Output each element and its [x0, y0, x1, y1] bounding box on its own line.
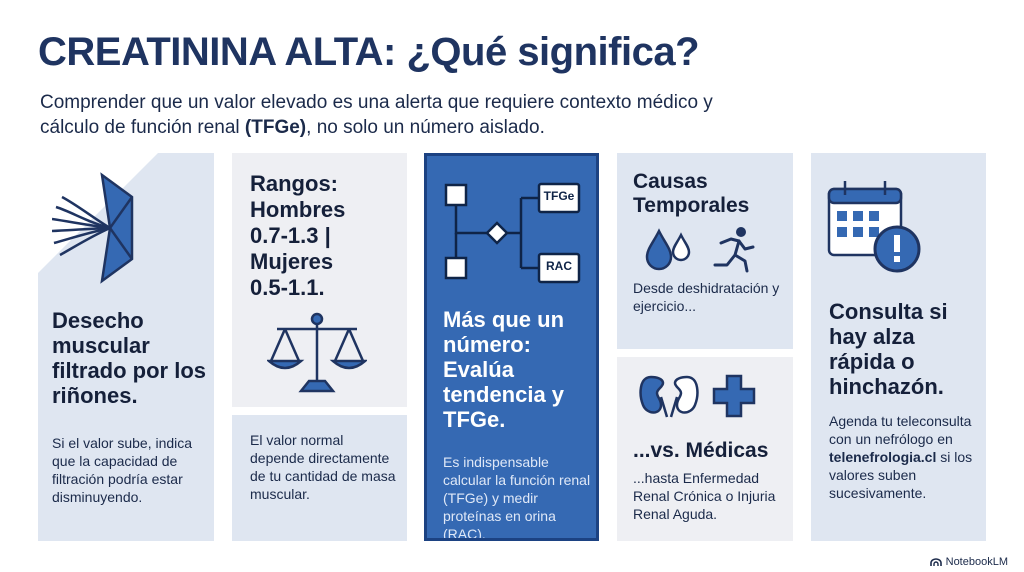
- panel-medical-causes: ...vs. Médicas ...hasta Enfermedad Renal…: [617, 357, 793, 541]
- medical-cross-icon: [712, 374, 756, 418]
- panel5-body-end: si los valores suben sucesivamente.: [829, 449, 973, 501]
- running-person-icon: [713, 227, 755, 273]
- ranges-label: Rangos:: [250, 171, 338, 196]
- panel2-body: El valor normal depende directamente de …: [250, 432, 396, 502]
- panel-consult: Consulta si hay alza rápida o hinchazón.…: [811, 153, 986, 541]
- panel5-body-text: Agenda tu teleconsulta con un nefrólogo …: [829, 413, 972, 447]
- panel1-heading: Desecho muscular filtrado por los riñone…: [52, 308, 206, 408]
- men-label: Hombres: [250, 197, 346, 222]
- panel4-body-top: Desde deshidratación y ejercicio...: [633, 280, 780, 314]
- scale-icon: [267, 312, 367, 393]
- subtitle-end: , no solo un número aislado.: [306, 117, 545, 138]
- panel4-heading-bottom: ...vs. Médicas: [633, 439, 769, 462]
- flow-tag-rac: RAC: [546, 259, 572, 273]
- panel3-heading: Más que un número: Evalúa tendencia y TF…: [443, 307, 565, 432]
- panel-normal-value: El valor normal depende directamente de …: [232, 415, 407, 541]
- panel4-heading-top: Causas Temporales: [633, 170, 750, 217]
- panel4-body-bottom: ...hasta Enfermedad Renal Crónica o Inju…: [633, 470, 776, 522]
- men-range: 0.7-1.3 |: [250, 223, 331, 248]
- women-range: 0.5-1.1.: [250, 275, 325, 300]
- panel2-heading: Rangos: Hombres 0.7-1.3 | Mujeres 0.5-1.…: [250, 171, 400, 301]
- panel5-heading: Consulta si hay alza rápida o hinchazón.: [829, 299, 948, 399]
- water-drops-icon: [645, 228, 691, 271]
- flowchart-icon: [444, 182, 581, 284]
- calendar-alert-icon: [827, 181, 921, 273]
- page-subtitle: Comprender que un valor elevado es una a…: [40, 90, 740, 140]
- panel-corner-shape: [38, 153, 158, 273]
- women-label: Mujeres: [250, 249, 334, 274]
- kidneys-icon: [639, 375, 699, 418]
- panel-temporary-causes: Causas Temporales Desde deshidratación y…: [617, 153, 793, 349]
- website-link[interactable]: telenefrologia.cl: [829, 449, 937, 465]
- footer-brand: NotebookLM: [929, 556, 1008, 568]
- kidney-filter-icon: [52, 172, 134, 284]
- panel-muscle-waste: Desecho muscular filtrado por los riñone…: [38, 153, 214, 541]
- subtitle-text: Comprender que un valor elevado es una a…: [40, 92, 713, 138]
- flow-tag-tfge: TFGe: [543, 189, 575, 203]
- page-title: CREATININA ALTA: ¿Qué significa?: [38, 30, 700, 74]
- subtitle-emphasis: (TFGe): [244, 117, 307, 138]
- notebooklm-logo-icon: [929, 557, 942, 566]
- panel5-body: Agenda tu teleconsulta con un nefrólogo …: [829, 412, 981, 502]
- panel-more-than-number: TFGe RAC Más que un número: Evalúa tende…: [424, 153, 599, 541]
- panel3-body: Es indispensable calcular la función ren…: [443, 454, 591, 541]
- panel-ranges: Rangos: Hombres 0.7-1.3 | Mujeres 0.5-1.…: [232, 153, 407, 407]
- panel1-body: Si el valor sube, indica que la capacida…: [52, 435, 193, 505]
- brand-label: NotebookLM: [945, 556, 1008, 568]
